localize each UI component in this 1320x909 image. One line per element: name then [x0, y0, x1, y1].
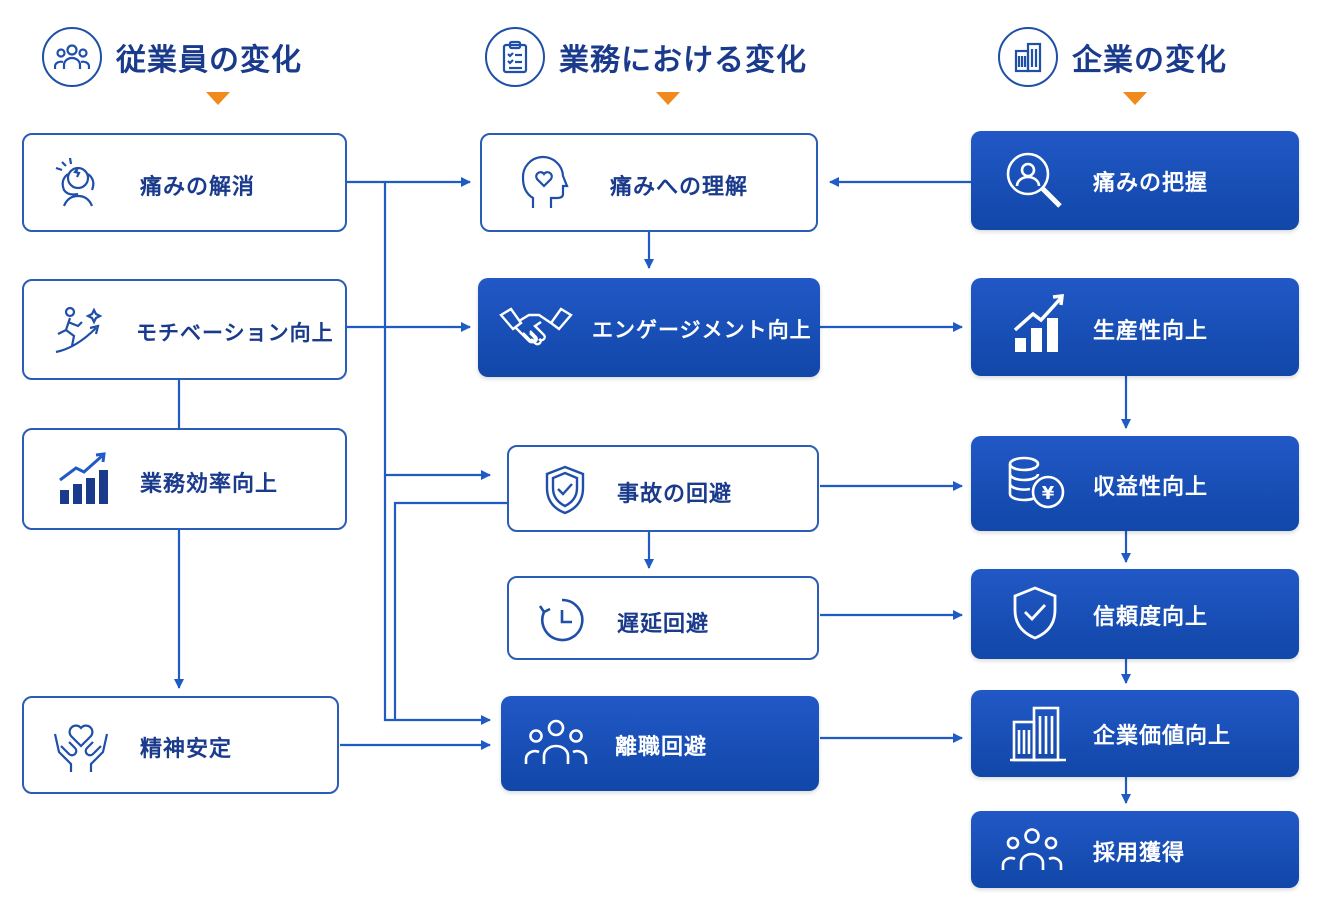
head-pain-icon — [46, 150, 112, 216]
building-icon — [1005, 701, 1071, 765]
company-header-title: 企業の変化 — [1072, 43, 1227, 78]
company-item-pain-grasp: 痛みの把握 — [971, 131, 1299, 230]
business-item-label: 遅延回避 — [617, 612, 710, 637]
company-item-label: 収益性向上 — [1093, 475, 1209, 500]
shield-check-icon — [1005, 581, 1065, 645]
business-item-engagement: エンゲージメント向上 — [478, 278, 820, 377]
hands-heart-icon — [48, 712, 114, 778]
magnifier-person-icon — [1001, 147, 1067, 213]
clipboard-checklist-icon — [485, 27, 545, 87]
employee-item-mental-stability: 精神安定 — [22, 696, 339, 794]
down-triangle-icon — [656, 92, 680, 105]
employee-item-motivation: モチベーション向上 — [22, 279, 347, 380]
business-item-accident-avoidance: 事故の回避 — [507, 445, 819, 532]
company-item-label: 採用獲得 — [1093, 841, 1186, 866]
down-triangle-icon — [206, 92, 230, 105]
business-header-title: 業務における変化 — [559, 43, 807, 78]
employee-item-pain-relief: 痛みの解消 — [22, 133, 347, 232]
company-item-label: 企業価値向上 — [1093, 724, 1232, 749]
employee-header-title: 従業員の変化 — [116, 43, 302, 78]
head-heart-icon — [512, 150, 578, 216]
company-item-label: 痛みの把握 — [1093, 171, 1209, 196]
running-person-icon — [46, 298, 112, 364]
company-header: 企業の変化 — [998, 27, 1227, 87]
shield-check-icon — [535, 458, 595, 522]
employee-header: 従業員の変化 — [42, 27, 302, 87]
svg-text:¥: ¥ — [1042, 483, 1055, 504]
people-icon — [42, 27, 102, 87]
coins-yen-icon: ¥ — [1003, 452, 1069, 514]
handshake-icon — [496, 294, 576, 360]
down-triangle-icon — [1123, 92, 1147, 105]
clock-icon — [531, 590, 593, 650]
business-item-turnover-avoidance: 離職回避 — [501, 696, 819, 791]
business-item-delay-avoidance: 遅延回避 — [507, 576, 819, 660]
business-item-understanding: 痛みへの理解 — [480, 133, 818, 232]
company-item-reliability: 信頼度向上 — [971, 569, 1299, 659]
company-item-label: 生産性向上 — [1093, 319, 1209, 344]
employee-item-label: モチベーション向上 — [136, 321, 334, 345]
people-icon — [521, 712, 591, 774]
company-item-recruitment: 採用獲得 — [971, 811, 1299, 888]
company-item-profitability: ¥ 収益性向上 — [971, 436, 1299, 531]
growth-chart-icon — [1005, 290, 1071, 356]
company-item-productivity: 生産性向上 — [971, 278, 1299, 376]
employee-item-efficiency: 業務効率向上 — [22, 428, 347, 530]
business-item-label: 事故の回避 — [617, 482, 733, 507]
business-item-label: エンゲージメント向上 — [592, 318, 812, 342]
company-item-label: 信頼度向上 — [1093, 605, 1209, 630]
employee-item-label: 痛みの解消 — [140, 175, 256, 200]
company-item-corporate-value: 企業価値向上 — [971, 690, 1299, 777]
employee-item-label: 業務効率向上 — [140, 472, 279, 497]
business-header: 業務における変化 — [485, 27, 807, 87]
employee-item-label: 精神安定 — [140, 737, 233, 762]
business-item-label: 痛みへの理解 — [610, 175, 749, 200]
building-icon — [998, 27, 1058, 87]
business-item-label: 離職回避 — [615, 735, 708, 760]
people-icon — [999, 823, 1065, 877]
growth-chart-icon — [50, 446, 116, 512]
